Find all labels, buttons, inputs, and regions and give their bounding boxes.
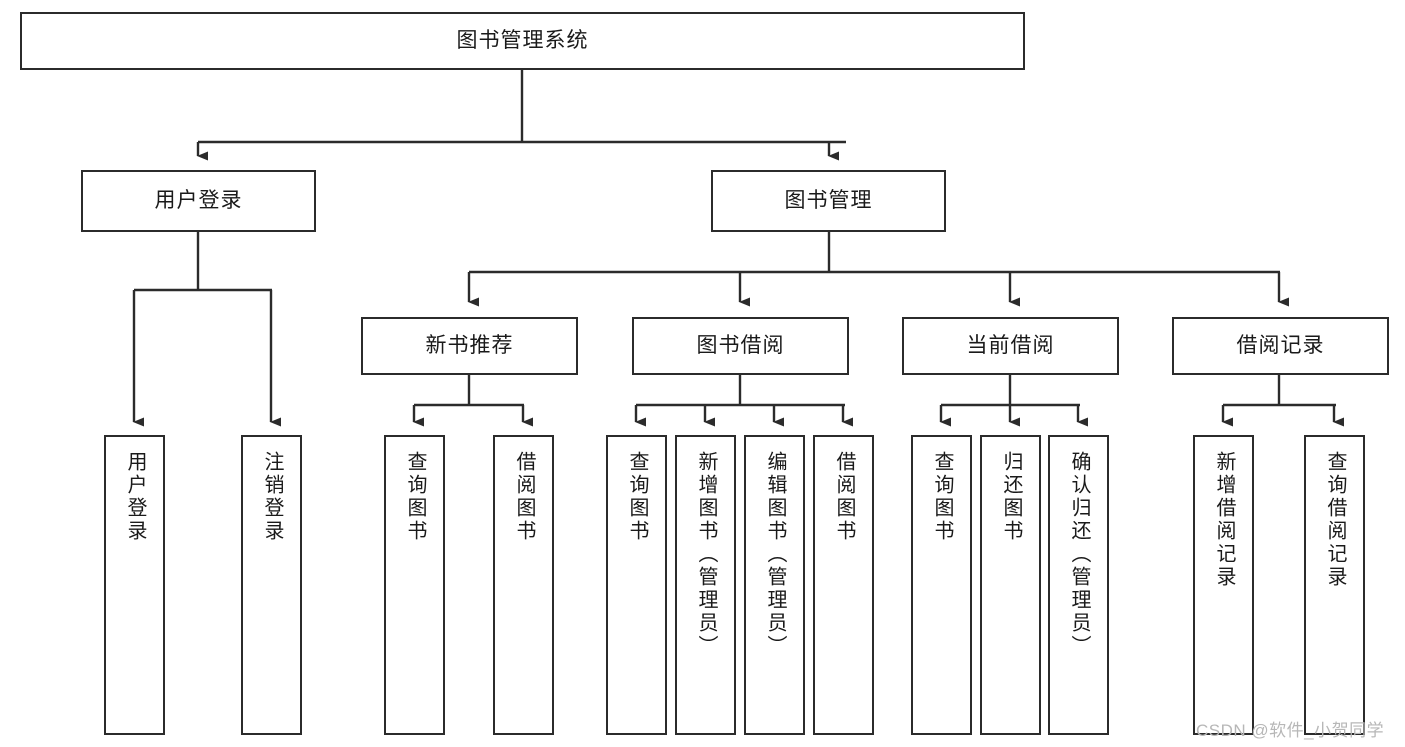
node-label: 注销登录: [261, 451, 283, 543]
node-label: 图书借阅: [696, 333, 785, 357]
node-label: 用户登录: [124, 451, 146, 543]
node-label: 新增图书（管理员）: [695, 451, 717, 658]
node-new-book-recommend[interactable]: 新书推荐: [361, 317, 578, 375]
node-label: 当前借阅: [966, 333, 1055, 357]
connectors-root-to-level2: [196, 70, 846, 161]
node-label: 借阅图书: [833, 451, 855, 543]
node-label: 图书管理: [784, 188, 873, 212]
connectors-current-to-leaves: [939, 375, 1088, 427]
node-label: 查询图书: [931, 451, 953, 543]
leaf-new-book-1[interactable]: 借阅图书: [493, 435, 554, 735]
leaf-book-borrow-1[interactable]: 新增图书（管理员）: [675, 435, 736, 735]
connectors-userlogin-to-leaves: [132, 232, 281, 427]
node-borrow-record[interactable]: 借阅记录: [1172, 317, 1389, 375]
node-label: 借阅记录: [1236, 333, 1325, 357]
node-label: 确认归还（管理员）: [1068, 451, 1090, 658]
connectors-borrow-to-leaves: [634, 375, 853, 427]
leaf-user-login-0[interactable]: 用户登录: [104, 435, 165, 735]
node-root-system[interactable]: 图书管理系统: [20, 12, 1025, 70]
node-label: 归还图书: [1000, 451, 1022, 543]
watermark-text: CSDN @软件_小贺同学: [1196, 721, 1385, 740]
leaf-current-borrow-0[interactable]: 查询图书: [911, 435, 972, 735]
node-label: 编辑图书（管理员）: [764, 451, 786, 658]
leaf-current-borrow-2[interactable]: 确认归还（管理员）: [1048, 435, 1109, 735]
leaf-borrow-record-0[interactable]: 新增借阅记录: [1193, 435, 1254, 735]
connectors-newbook-to-leaves: [412, 375, 533, 427]
node-book-management[interactable]: 图书管理: [711, 170, 946, 232]
node-label: 新增借阅记录: [1213, 451, 1235, 589]
node-label: 图书管理系统: [456, 28, 589, 52]
leaf-user-login-1[interactable]: 注销登录: [241, 435, 302, 735]
leaf-borrow-record-1[interactable]: 查询借阅记录: [1304, 435, 1365, 735]
connectors-record-to-leaves: [1221, 375, 1344, 427]
node-label: 新书推荐: [425, 333, 514, 357]
node-label: 借阅图书: [513, 451, 535, 543]
leaf-book-borrow-3[interactable]: 借阅图书: [813, 435, 874, 735]
node-label: 用户登录: [154, 188, 243, 212]
leaf-new-book-0[interactable]: 查询图书: [384, 435, 445, 735]
node-label: 查询图书: [626, 451, 648, 543]
node-book-borrow[interactable]: 图书借阅: [632, 317, 849, 375]
node-label: 查询借阅记录: [1324, 451, 1346, 589]
node-user-login[interactable]: 用户登录: [81, 170, 316, 232]
connectors-bookmgmt-to-level3: [467, 232, 1289, 307]
leaf-book-borrow-2[interactable]: 编辑图书（管理员）: [744, 435, 805, 735]
node-label: 查询图书: [404, 451, 426, 543]
node-current-borrow[interactable]: 当前借阅: [902, 317, 1119, 375]
leaf-book-borrow-0[interactable]: 查询图书: [606, 435, 667, 735]
leaf-current-borrow-1[interactable]: 归还图书: [980, 435, 1041, 735]
